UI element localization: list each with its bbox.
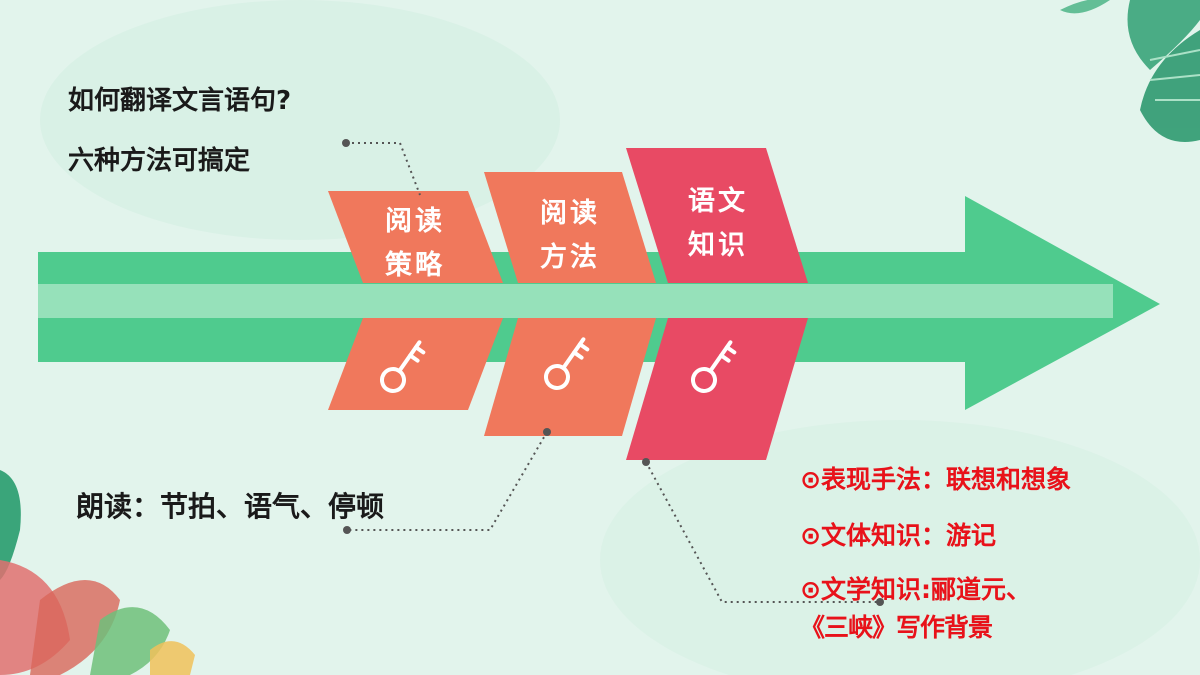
arrow-highlight-band [38,284,1113,318]
key-icon [691,340,737,393]
card-chinese-knowledge: 语文 知识 [626,148,808,460]
card-reading-strategy-bottom [328,318,503,410]
connector-reading-note [343,428,551,534]
reading-note: 朗读：节拍、语气、停顿 [76,490,385,523]
connector-knowledge [642,458,884,606]
card-reading-method: 阅读 方法 [484,172,656,436]
leaf-bottom-left [0,470,195,675]
card-chinese-knowledge-top [626,148,808,283]
knowledge-note-literature: ⊙文学知识:郦道元、 [800,575,1031,604]
card-reading-strategy-line2: 策略 [385,249,445,281]
card-reading-method-line2: 方法 [540,241,600,273]
card-chinese-knowledge-line2: 知识 [688,230,748,261]
card-reading-strategy: 阅读 策略 [328,191,503,410]
card-reading-method-line1: 阅读 [540,198,600,229]
heading-line1: 如何翻译文言语句? [68,86,292,116]
card-reading-method-top [484,172,656,283]
card-chinese-knowledge-bottom [626,318,808,460]
heading-line2: 六种方法可搞定 [68,146,251,176]
card-reading-strategy-line1: 阅读 [385,206,445,237]
knowledge-note-genre: ⊙文体知识：游记 [800,521,996,550]
connector-heading [342,139,421,196]
key-icon [544,337,590,390]
card-reading-strategy-top [328,191,503,283]
leaf-top-right [1060,0,1200,142]
knowledge-note-literature-cont: 《三峡》写作背景 [800,613,993,642]
knowledge-note-technique: ⊙表现手法：联想和想象 [800,465,1071,494]
key-icon [380,340,426,393]
card-chinese-knowledge-line1: 语文 [688,185,748,217]
